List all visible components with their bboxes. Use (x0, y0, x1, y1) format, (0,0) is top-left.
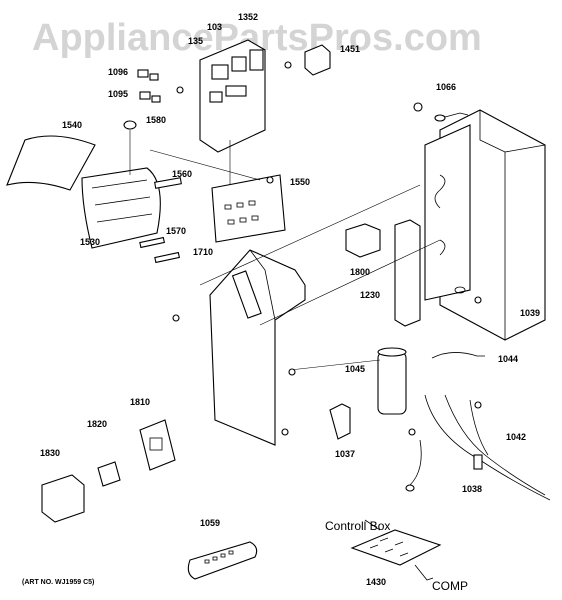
strip-1710[interactable] (154, 251, 181, 264)
screw-b[interactable] (288, 368, 296, 376)
label-1560: 1560 (172, 169, 192, 179)
screw-c[interactable] (281, 428, 289, 436)
label-1037: 1037 (335, 449, 355, 459)
label-1096: 1096 (108, 67, 128, 77)
screw-1066[interactable] (413, 102, 469, 122)
label-1352: 1352 (238, 12, 258, 22)
screw-pcb[interactable] (176, 86, 184, 94)
capacitor-1045[interactable] (377, 347, 407, 415)
label-1230: 1230 (360, 290, 380, 300)
control-bezel-1530[interactable] (81, 167, 161, 249)
screw-e[interactable] (474, 296, 482, 304)
strain-relief-1038[interactable] (473, 454, 483, 470)
power-cord-1042[interactable] (405, 394, 551, 501)
label-1045: 1045 (345, 364, 365, 374)
sensor-board-1810[interactable] (139, 419, 176, 471)
leader-lines (129, 130, 441, 371)
label-1042: 1042 (506, 432, 526, 442)
part-1820[interactable] (97, 461, 121, 487)
label-1570: 1570 (166, 226, 186, 236)
label-1044: 1044 (498, 354, 518, 364)
label-1540: 1540 (62, 120, 82, 130)
wire-1044[interactable] (431, 352, 485, 359)
relay-1451[interactable] (284, 44, 331, 76)
label-1800: 1800 (350, 267, 370, 277)
label-1830: 1830 (40, 448, 60, 458)
label-1066: 1066 (436, 82, 456, 92)
fastener-1096[interactable] (137, 69, 159, 81)
part-labels: 1352 135 103 1451 1096 1095 1066 1540 15… (40, 12, 540, 587)
strip-1560[interactable] (154, 177, 182, 189)
transformer-1800[interactable] (345, 223, 381, 258)
knob-1580[interactable] (123, 120, 137, 130)
label-1710: 1710 (193, 247, 213, 257)
label-1580: 1580 (146, 115, 166, 125)
clamp-1037[interactable] (329, 403, 351, 440)
module-1830[interactable] (41, 474, 85, 523)
art-number: (ART NO. WJ1959 C5) (22, 579, 94, 586)
label-1095: 1095 (108, 89, 128, 99)
display-board-1550[interactable] (211, 174, 286, 243)
comp-label: COMP (432, 579, 468, 593)
label-1820: 1820 (87, 419, 107, 429)
label-1430: 1430 (366, 577, 386, 587)
label-1810: 1810 (130, 397, 150, 407)
control-box-title: Controll Box (325, 519, 390, 533)
label-1039: 1039 (520, 308, 540, 318)
control-housing-duct[interactable] (209, 249, 306, 446)
label-103: 103 (207, 22, 222, 32)
label-1530: 1530 (80, 237, 100, 247)
front-cover-1540[interactable] (6, 135, 96, 191)
strip-1570[interactable] (139, 236, 166, 249)
remote-control-1059[interactable] (187, 541, 258, 580)
cabinet-housing[interactable] (424, 109, 546, 341)
label-1038: 1038 (462, 484, 482, 494)
fastener-1095[interactable] (139, 91, 161, 103)
screw-d[interactable] (408, 428, 416, 436)
wiring-label-1430[interactable] (350, 519, 442, 581)
screw-a[interactable] (172, 314, 180, 322)
mounting-bracket-1230[interactable] (394, 219, 421, 327)
label-1059: 1059 (200, 518, 220, 528)
main-pcb-assembly[interactable] (199, 39, 266, 153)
label-1350: 135 (188, 36, 203, 46)
label-1550: 1550 (290, 177, 310, 187)
label-1451: 1451 (340, 44, 360, 54)
